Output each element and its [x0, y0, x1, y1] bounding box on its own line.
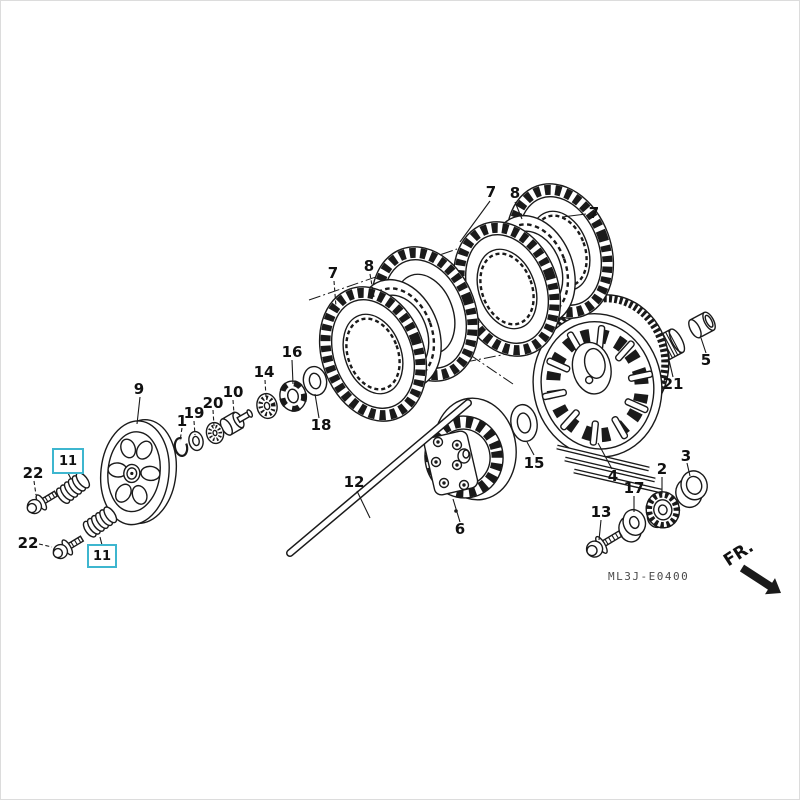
part-label-3: 3 — [680, 447, 692, 465]
part-18-washer — [302, 365, 328, 397]
part-19-washer — [188, 430, 204, 452]
part-label-11: 11 — [58, 453, 78, 469]
part-label-6: 6 — [454, 520, 466, 538]
part-label-20: 20 — [202, 394, 224, 412]
part-20-bearing — [205, 421, 225, 445]
part-label-22: 22 — [17, 534, 39, 552]
part-label-7: 7 — [485, 183, 497, 201]
basket-bottom-slats — [556, 444, 662, 494]
part-label-7: 7 — [327, 264, 339, 282]
part-1-snap-ring — [173, 437, 189, 457]
part-label-2: 2 — [656, 460, 668, 478]
part-9-pressure-plate — [99, 418, 178, 526]
part-label-9: 9 — [133, 380, 145, 398]
part-5-bushing — [688, 311, 716, 339]
highlight-box-11: 11 — [87, 544, 117, 568]
part-10-lifter — [219, 409, 254, 436]
highlight-box-11: 11 — [52, 448, 84, 474]
part-label-21: 21 — [662, 375, 684, 393]
part-label-10: 10 — [222, 383, 244, 401]
part-label-18: 18 — [310, 416, 332, 434]
part-label-11: 11 — [92, 548, 112, 564]
part-22-bolt — [26, 490, 59, 515]
part-label-8: 8 — [509, 184, 521, 202]
part-label-4: 4 — [607, 467, 619, 485]
part-22-bolt — [52, 535, 85, 560]
part-14-bearing — [256, 392, 278, 420]
part-3-bearing-ring — [675, 470, 708, 509]
part-16-lock-washer — [278, 380, 308, 412]
part-label-13: 13 — [590, 503, 612, 521]
part-11-clutch-spring — [82, 506, 118, 538]
part-label-8: 8 — [363, 257, 375, 275]
lower-clutch-pack — [318, 246, 480, 422]
leader-lines — [33, 200, 707, 548]
part-17-washer — [618, 508, 647, 543]
part-label-19: 19 — [183, 404, 205, 422]
part-11-clutch-spring — [55, 472, 91, 504]
part-label-17: 17 — [623, 479, 645, 497]
part-12-push-rod — [286, 399, 472, 557]
part-label-22: 22 — [22, 464, 44, 482]
part-label-5: 5 — [700, 351, 712, 369]
part-13-bolt — [585, 530, 623, 558]
part-15-washer — [510, 403, 538, 443]
part-label-12: 12 — [343, 473, 365, 491]
part-6-clutch-center — [423, 397, 517, 501]
part-label-7: 7 — [588, 204, 600, 222]
fr-arrow-icon — [739, 564, 781, 595]
diagram-code: ML3J-E0400 — [608, 570, 690, 583]
part-label-16: 16 — [281, 343, 303, 361]
part-4-clutch-outer — [532, 294, 670, 458]
part-label-1: 1 — [176, 412, 188, 430]
part-label-15: 15 — [523, 454, 545, 472]
part-2-gear — [645, 491, 681, 529]
part-label-14: 14 — [253, 363, 275, 381]
upper-clutch-pack — [452, 183, 615, 357]
